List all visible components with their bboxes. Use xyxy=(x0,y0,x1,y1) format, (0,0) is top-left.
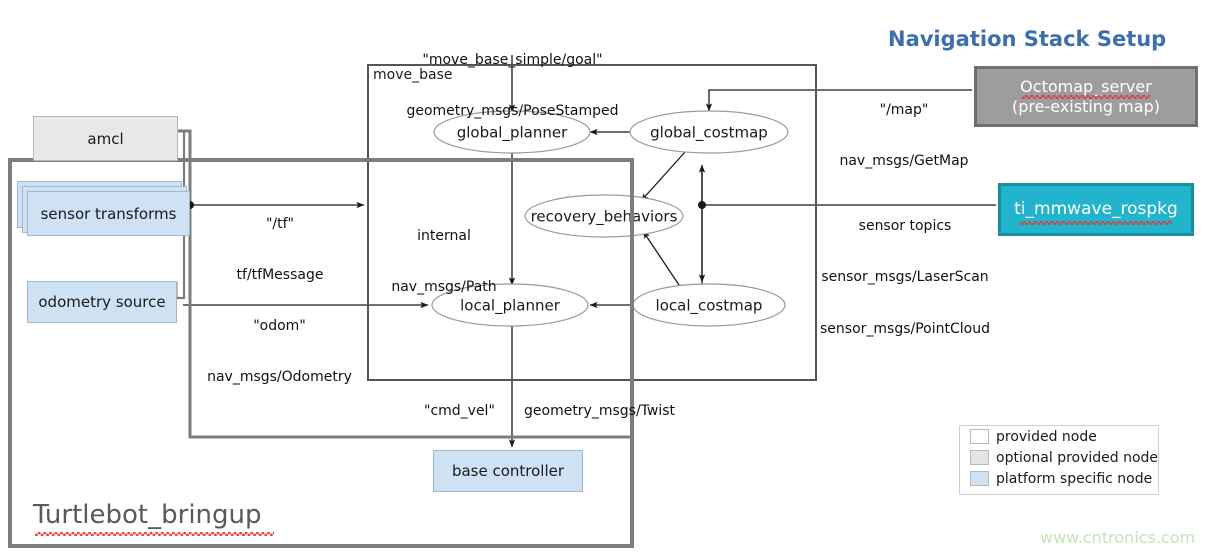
legend-swatch-platform-specific-icon xyxy=(970,471,989,486)
node-ti-mmwave-rospkg[interactable]: ti_mmwave_rospkg xyxy=(998,183,1194,236)
node-octomap-server-label: Octomap_server xyxy=(1020,77,1152,97)
legend-label-platform-specific: platform specific node xyxy=(996,470,1153,487)
edge-label-goal-type: geometry_msgs/PoseStamped xyxy=(406,103,619,120)
edge-label-internal-topic: internal xyxy=(417,228,471,245)
spellcheck-underline-mmwave xyxy=(1020,221,1172,225)
edge-label-cmdvel-topic: "cmd_vel" xyxy=(424,403,495,419)
legend-item-provided: provided node xyxy=(960,426,1158,447)
node-odometry-source-label: odometry source xyxy=(38,293,166,311)
node-amcl[interactable]: amcl xyxy=(33,116,178,161)
edge-label-sensor-topic: sensor topics xyxy=(858,218,952,235)
node-odometry-source[interactable]: odometry source xyxy=(27,281,177,323)
edge-label-odom-type: nav_msgs/Odometry xyxy=(207,369,352,386)
spellcheck-underline-bringup xyxy=(35,532,274,536)
spellcheck-underline-octomap xyxy=(1022,95,1150,99)
edge-label-internal: internal nav_msgs/Path xyxy=(383,194,505,331)
edge-label-cmdvel-type: geometry_msgs/Twist xyxy=(524,403,676,419)
node-ti-mmwave-rospkg-label: ti_mmwave_rospkg xyxy=(1014,199,1178,220)
watermark: www.cntronics.com xyxy=(1040,528,1196,547)
edge-label-odom-topic: "odom" xyxy=(253,318,306,335)
edge-label-goal: "move_base_simple/goal" geometry_msgs/Po… xyxy=(395,18,630,155)
node-amcl-label: amcl xyxy=(87,129,124,148)
node-base-controller[interactable]: base controller xyxy=(433,450,583,492)
edge-label-internal-type: nav_msgs/Path xyxy=(391,279,497,296)
edge-label-map-type: nav_msgs/GetMap xyxy=(839,153,969,170)
edge-label-odom: "odom" nav_msgs/Odometry xyxy=(197,284,362,421)
legend-swatch-optional-provided-icon xyxy=(970,450,989,465)
edge-label-sensor-topics: sensor topics sensor_msgs/LaserScan sens… xyxy=(812,184,998,372)
node-sensor-transforms-label: sensor transforms xyxy=(40,204,177,223)
legend-swatch-provided-icon xyxy=(970,429,989,444)
legend-label-provided: provided node xyxy=(996,428,1097,445)
turtlebot-bringup-label: Turtlebot_bringup xyxy=(33,500,262,530)
page-title: Navigation Stack Setup xyxy=(888,27,1167,51)
edge-label-map-topic: "/map" xyxy=(879,102,929,119)
node-base-controller-label: base controller xyxy=(451,462,565,480)
legend: provided node optional provided node pla… xyxy=(959,425,1159,495)
turtlebot-bringup-container xyxy=(8,158,634,548)
edge-label-goal-topic: "move_base_simple/goal" xyxy=(422,52,603,69)
edge-label-sensor-type2: sensor_msgs/PointCloud xyxy=(820,320,990,337)
edge-label-tf-type: tf/tfMessage xyxy=(236,267,324,284)
move-base-container xyxy=(367,64,817,381)
legend-label-optional-provided: optional provided node xyxy=(996,449,1159,466)
node-sensor-transforms[interactable]: sensor transforms xyxy=(27,191,190,236)
edge-label-tf-topic: "/tf" xyxy=(265,216,294,233)
move-base-label: move_base xyxy=(373,67,453,83)
edge-label-sensor-type1: sensor_msgs/LaserScan xyxy=(821,269,989,286)
legend-item-optional-provided: optional provided node xyxy=(960,447,1158,468)
edge-label-map: "/map" nav_msgs/GetMap xyxy=(835,68,973,205)
legend-item-platform-specific: platform specific node xyxy=(960,468,1158,489)
node-octomap-server-sublabel: (pre-existing map) xyxy=(1012,96,1160,116)
edge-label-tf: "/tf" tf/tfMessage xyxy=(205,182,355,319)
